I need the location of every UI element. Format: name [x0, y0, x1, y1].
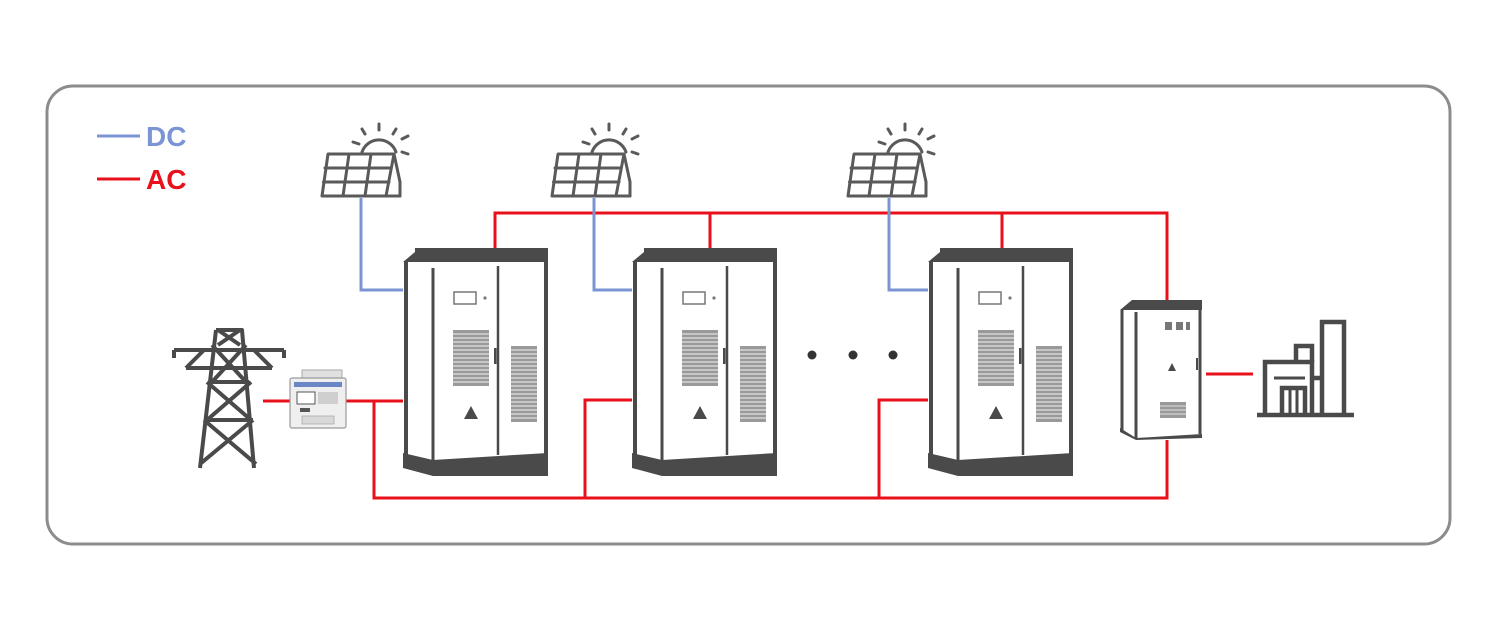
- energy-storage-cabinet: [401, 246, 550, 478]
- dc-link-1: [359, 198, 404, 292]
- energy-storage-cabinet: [926, 246, 1075, 478]
- dc-wiring: [359, 198, 930, 292]
- more-cabinets-ellipsis-icon: [807, 350, 898, 360]
- solar-panel-icon: [846, 122, 936, 198]
- solar-panel-icon: [320, 122, 410, 198]
- ac-legend-label: AC: [146, 164, 186, 195]
- transmission-tower-icon: [172, 328, 286, 469]
- dc-link-3: [887, 198, 930, 292]
- legend: DC AC: [97, 121, 186, 195]
- ac-top-bus: [493, 211, 1169, 300]
- energy-meter-icon: [289, 369, 347, 429]
- solar-panel-icon: [550, 122, 640, 198]
- ac-branch-2: [583, 398, 633, 498]
- distribution-cabinet-icon: [1120, 300, 1202, 440]
- dc-legend-label: DC: [146, 121, 186, 152]
- dc-link-2: [592, 198, 633, 292]
- ac-wiring: [263, 211, 1253, 500]
- diagram-frame: [45, 84, 1452, 546]
- factory-icon: [1257, 319, 1354, 418]
- ac-branch-3: [877, 398, 930, 498]
- energy-storage-cabinet: [630, 246, 779, 478]
- ac-bottom-bus: [372, 401, 1169, 500]
